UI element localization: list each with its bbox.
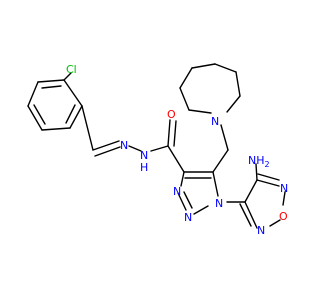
bond xyxy=(239,203,252,227)
bond xyxy=(65,104,76,124)
bond xyxy=(92,140,120,151)
bond xyxy=(255,163,258,181)
molecule-diagram: Cl O N N H N N N N NH2 N O N xyxy=(27,63,288,237)
amino-nh-text: NH xyxy=(248,154,265,167)
bond xyxy=(193,205,209,215)
bond xyxy=(94,146,121,157)
amino-subscript-text: 2 xyxy=(265,160,270,169)
bond xyxy=(212,171,219,197)
bond xyxy=(256,179,280,187)
bond xyxy=(257,173,280,181)
bond xyxy=(244,201,258,229)
bond xyxy=(212,149,229,173)
bond xyxy=(33,104,46,125)
bond xyxy=(191,63,216,69)
triazole-nitrogen-3-label: N xyxy=(173,185,181,198)
bond xyxy=(244,179,258,203)
bond xyxy=(63,72,72,81)
atom-labels: Cl O N N H N N N N NH2 N O N xyxy=(66,63,288,237)
bond xyxy=(177,192,187,211)
bond xyxy=(41,127,71,131)
structure-canvas: Cl O N N H N N N N NH2 N O N xyxy=(27,63,288,237)
bond xyxy=(214,63,237,73)
bond xyxy=(41,85,62,89)
imine-nitrogen-label: N xyxy=(120,139,128,152)
azepane-nitrogen-label: N xyxy=(211,115,219,128)
bond xyxy=(150,145,169,152)
bond xyxy=(269,219,281,227)
bond xyxy=(188,109,212,114)
oxadiazole-nitrogen-top-label: N xyxy=(280,182,288,195)
amide-nitrogen-label: N xyxy=(140,149,148,162)
bonds xyxy=(27,63,286,229)
bond xyxy=(37,79,65,83)
bond xyxy=(179,67,193,89)
bond xyxy=(69,105,83,129)
bond xyxy=(180,171,185,187)
carbonyl-oxygen-label: O xyxy=(167,108,176,121)
amino-group-label: NH2 xyxy=(248,154,270,169)
triazole-nitrogen-2-label: N xyxy=(184,211,192,224)
oxadiazole-oxygen-label: O xyxy=(279,210,288,223)
bond xyxy=(282,191,286,206)
bond xyxy=(128,145,142,152)
bond xyxy=(235,71,241,97)
bond xyxy=(179,87,190,111)
bond xyxy=(27,105,43,131)
chlorine-atom-label: Cl xyxy=(66,63,77,76)
bond xyxy=(27,81,39,107)
bond xyxy=(167,119,171,147)
bond xyxy=(173,120,177,147)
bond xyxy=(81,105,94,151)
oxadiazole-nitrogen-bottom-label: N xyxy=(257,224,265,237)
bond xyxy=(63,79,83,107)
triazole-nitrogen-1-label: N xyxy=(215,197,223,210)
bond xyxy=(220,124,229,151)
amide-hydrogen-label: H xyxy=(140,161,148,174)
bond xyxy=(226,95,241,113)
bond xyxy=(167,145,185,173)
bond xyxy=(183,191,193,209)
